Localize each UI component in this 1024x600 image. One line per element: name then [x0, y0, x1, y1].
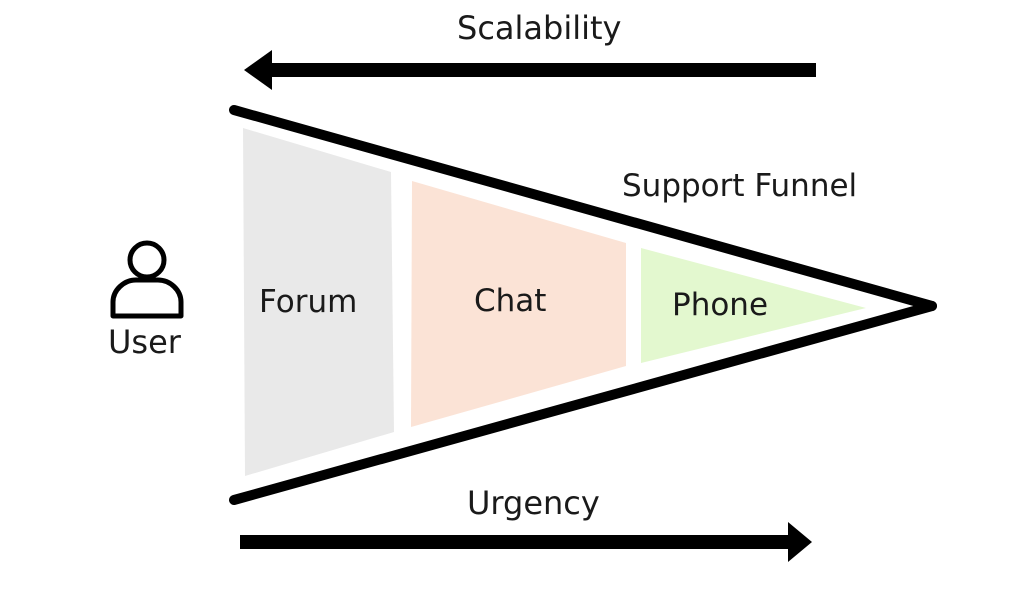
urgency-arrow [240, 522, 812, 562]
scalability-arrow [244, 50, 816, 90]
person-icon [110, 240, 184, 319]
scalability-label: Scalability [457, 9, 622, 47]
chat-label: Chat [474, 283, 547, 319]
urgency-label: Urgency [467, 484, 600, 522]
user-label: User [108, 323, 181, 361]
phone-label: Phone [672, 287, 769, 323]
forum-label: Forum [259, 284, 358, 320]
funnel-outline [229, 105, 937, 505]
funnel-label: Support Funnel [622, 168, 858, 204]
phone-segment [641, 248, 866, 363]
chat-segment [411, 181, 626, 427]
forum-segment [243, 128, 394, 476]
